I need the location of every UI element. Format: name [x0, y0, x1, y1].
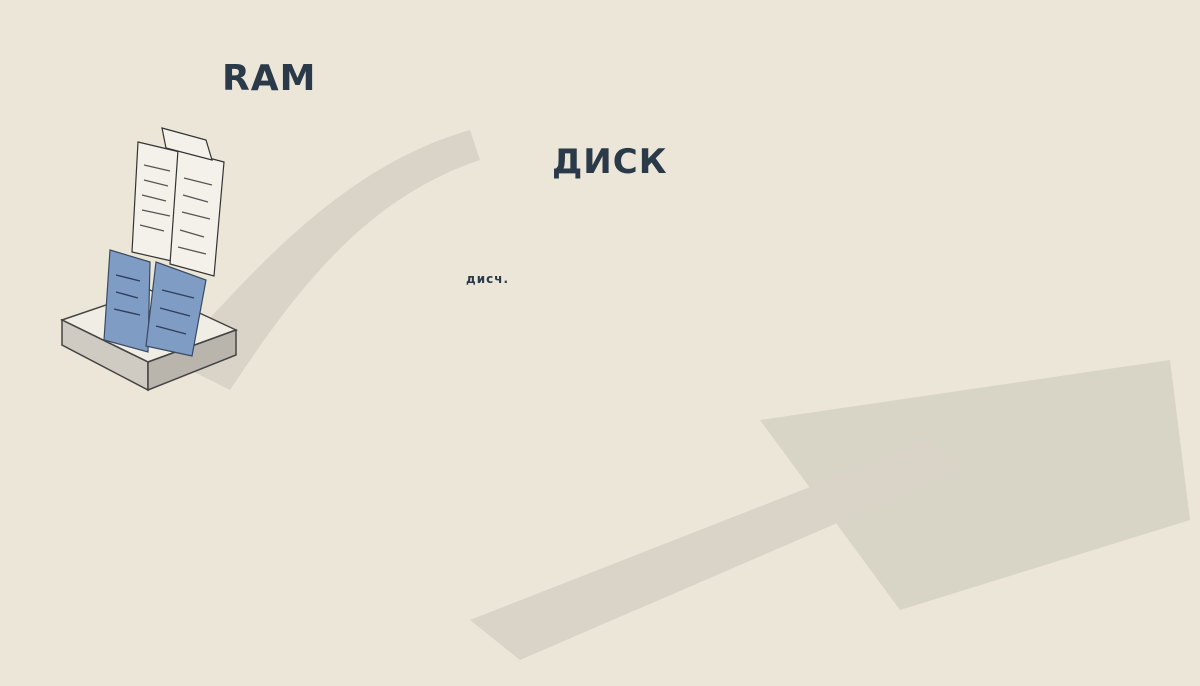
server-shadow	[760, 360, 1190, 610]
stream-shadow	[470, 440, 960, 660]
disk-icon-caption: дисч.	[466, 272, 510, 286]
ram-documents	[103, 127, 225, 357]
ram-label: RAM	[222, 58, 317, 99]
disk-label: ДИСК	[552, 142, 668, 182]
ram-shadow	[170, 130, 480, 390]
